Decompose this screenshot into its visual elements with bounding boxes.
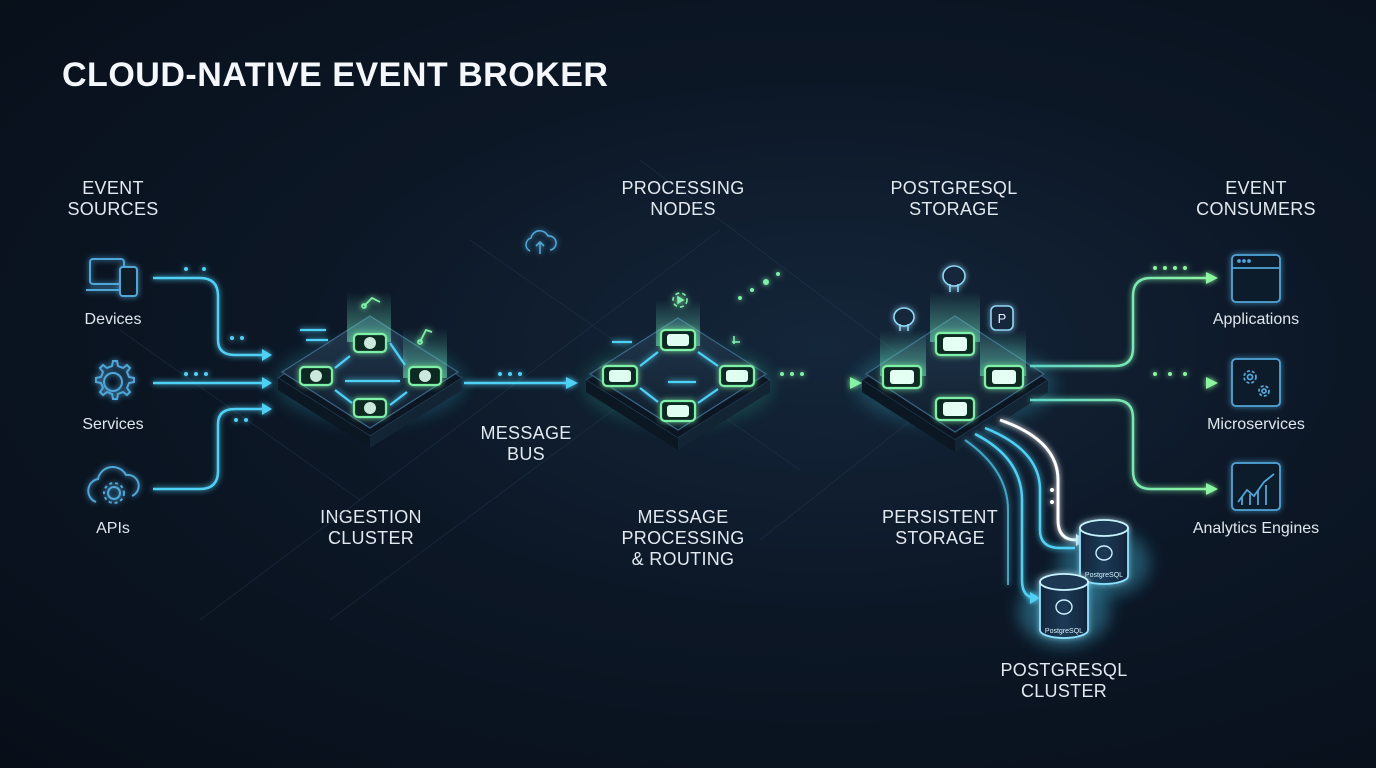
source-arrows — [153, 276, 262, 491]
postgres-cylinder-front: PostgreSQL — [1019, 573, 1109, 646]
cylinder-label-back: PostgreSQL — [1085, 572, 1123, 579]
ingestion-cluster — [275, 292, 465, 448]
gear-icon — [95, 360, 135, 400]
column-header-storage: POSTGRESQL STORAGE — [890, 178, 1018, 219]
stage-label-persistent: PERSISTENT STORAGE — [881, 507, 999, 548]
consumer-label-analytics: Analytics Engines — [1192, 520, 1320, 537]
elephant-icon — [893, 265, 966, 331]
devices-icon — [86, 258, 138, 297]
column-header-consumers: EVENT CONSUMERS — [1196, 178, 1316, 219]
source-label-services: Services — [82, 416, 144, 433]
column-header-sources: EVENT SOURCES — [67, 178, 159, 219]
stage-label-cluster: POSTGRESQL CLUSTER — [1000, 660, 1128, 701]
consumer-label-applications: Applications — [1212, 311, 1300, 328]
consumer-label-microservices: Microservices — [1207, 416, 1305, 433]
chart-icon — [1231, 462, 1281, 511]
column-header-processing: PROCESSING NODES — [621, 178, 745, 219]
stage-label-bus: MESSAGE BUS — [480, 423, 572, 464]
cluster-links — [964, 418, 1077, 600]
cloud-upload-icon — [525, 230, 557, 254]
cylinder-label-front: PostgreSQL — [1045, 628, 1083, 635]
gears-icon — [1231, 358, 1281, 407]
stage-label-routing: MESSAGE PROCESSING & ROUTING — [621, 507, 745, 569]
processing-storage-arrow — [738, 272, 862, 389]
source-label-apis: APIs — [96, 520, 130, 537]
database-badge-icon: P — [990, 305, 1014, 331]
routing-platform — [583, 292, 773, 450]
database-badge-label: P — [998, 311, 1007, 326]
consumer-arrowheads — [1153, 266, 1218, 495]
cloud-gear-icon — [87, 465, 140, 504]
page-title: CLOUD-NATIVE EVENT BROKER — [62, 56, 609, 94]
stage-label-ingestion: INGESTION CLUSTER — [320, 507, 422, 548]
source-label-devices: Devices — [84, 311, 142, 328]
persistent-storage-platform: P — [855, 265, 1055, 452]
message-bus-arrow — [464, 372, 578, 389]
source-arrowheads — [184, 267, 272, 422]
consumer-arrows — [1030, 276, 1206, 491]
window-icon — [1231, 254, 1281, 303]
